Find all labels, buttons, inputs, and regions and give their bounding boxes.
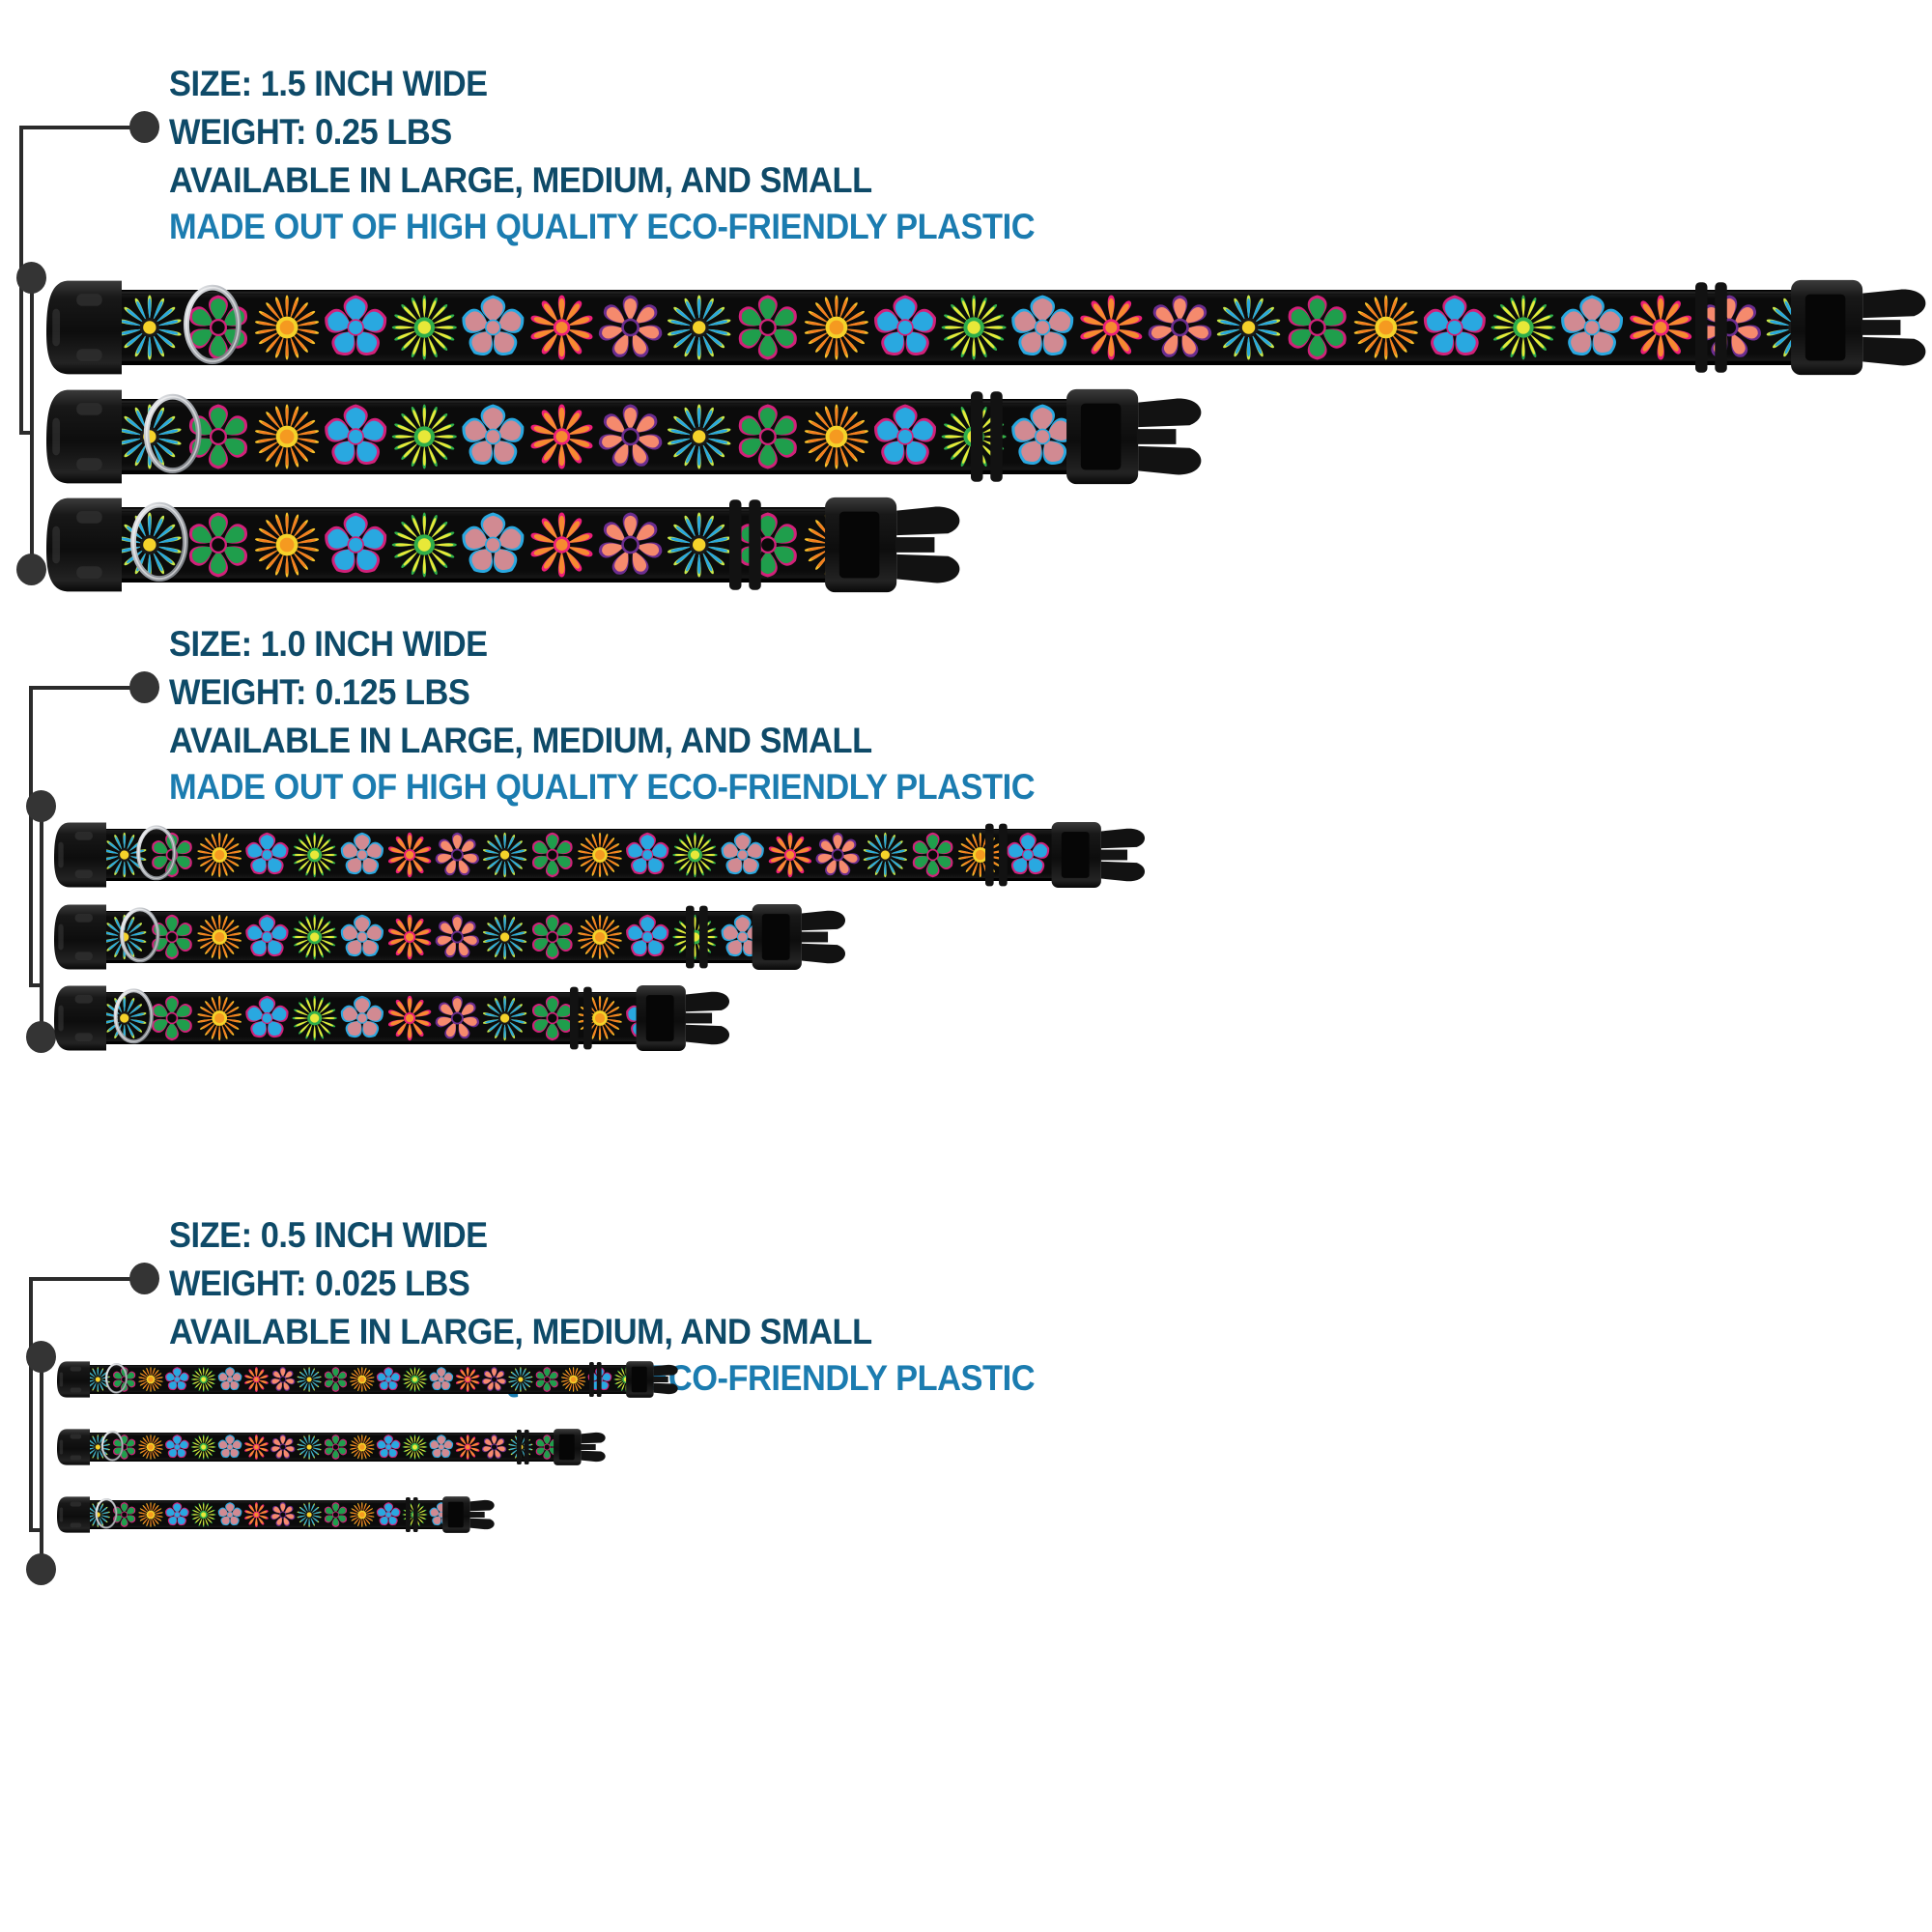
callout-dot-bottom-collar (26, 1553, 56, 1585)
spec-availability-label: AVAILABLE IN LARGE, MEDIUM, AND SMALL (169, 160, 872, 200)
spec-weight-label: WEIGHT: 0.25 LBS (169, 112, 452, 152)
collar-medium-0-5in[interactable] (53, 1420, 671, 1474)
leader-horizontal-top (29, 1277, 143, 1281)
collar-large-0-5in[interactable] (53, 1352, 744, 1406)
spec-weight-label: WEIGHT: 0.025 LBS (169, 1264, 470, 1303)
spec-size-label: SIZE: 1.0 INCH WIDE (169, 624, 488, 664)
callout-dot-text (129, 1263, 159, 1294)
collar-small-0-5in[interactable] (53, 1488, 560, 1542)
spec-size-label: SIZE: 0.5 INCH WIDE (169, 1215, 488, 1255)
leader-vertical-main (29, 1277, 33, 1532)
leader-horizontal-bottom (29, 1528, 43, 1532)
leader-vertical-branch (30, 275, 34, 570)
spec-material-label: MADE OUT OF HIGH QUALITY ECO-FRIENDLY PL… (169, 207, 1036, 246)
spec-material-label: MADE OUT OF HIGH QUALITY ECO-FRIENDLY PL… (169, 767, 1036, 807)
callout-dot-bottom-collar (26, 1021, 56, 1053)
spec-block-size-1-0: SIZE: 1.0 INCH WIDE WEIGHT: 0.125 LBS AV… (169, 626, 1100, 805)
collar-small-1-5in[interactable] (43, 495, 1023, 595)
spec-size-label: SIZE: 1.5 INCH WIDE (169, 64, 488, 103)
callout-dot-top-collar (26, 1341, 56, 1373)
callout-dot-text (129, 671, 159, 703)
callout-dot-bottom-collar (16, 554, 46, 585)
collar-large-1-5in[interactable] (43, 277, 1932, 378)
leader-vertical-main (29, 686, 33, 987)
collar-medium-1-0in[interactable] (50, 898, 910, 976)
spec-availability-label: AVAILABLE IN LARGE, MEDIUM, AND SMALL (169, 721, 872, 760)
callout-dot-top-collar (26, 790, 56, 822)
collar-medium-1-5in[interactable] (43, 386, 1264, 487)
leader-vertical-branch (40, 804, 43, 1037)
spec-weight-label: WEIGHT: 0.125 LBS (169, 672, 470, 712)
leader-horizontal-bottom (29, 983, 43, 987)
callout-dot-top-collar (16, 262, 46, 294)
leader-horizontal-bottom (19, 431, 33, 435)
collar-small-1-0in[interactable] (50, 980, 794, 1057)
spec-block-size-1-5: SIZE: 1.5 INCH WIDE WEIGHT: 0.25 LBS AVA… (169, 66, 1100, 244)
spec-availability-label: AVAILABLE IN LARGE, MEDIUM, AND SMALL (169, 1312, 872, 1351)
collar-large-1-0in[interactable] (50, 816, 1209, 894)
leader-horizontal-top (19, 126, 143, 129)
callout-dot-text (129, 111, 159, 143)
leader-horizontal-top (29, 686, 143, 690)
leader-vertical-branch (40, 1352, 43, 1570)
